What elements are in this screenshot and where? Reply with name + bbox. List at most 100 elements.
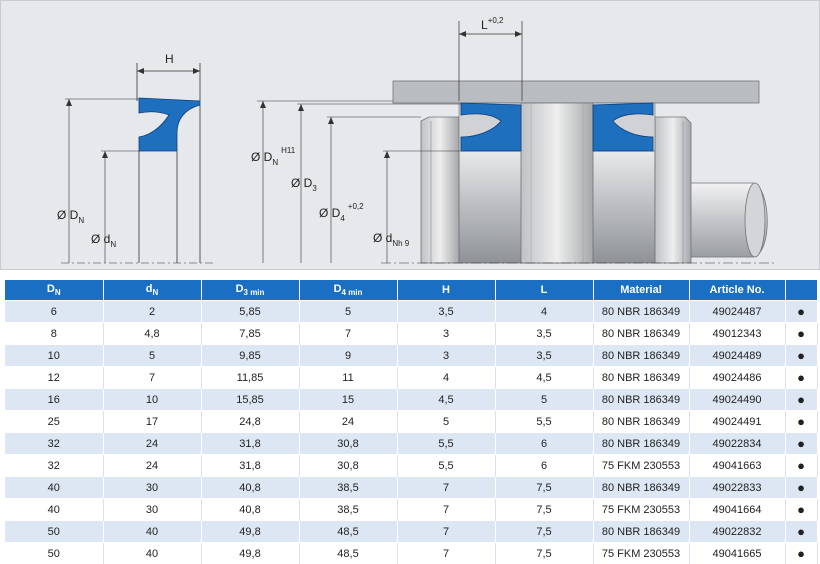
col-header-dn-small: dN (103, 280, 201, 301)
cell-d4: 30,8 (299, 433, 397, 455)
cell-article: 49024486 (689, 367, 785, 389)
cell-d4: 15 (299, 389, 397, 411)
cell-d3: 15,85 (201, 389, 299, 411)
cell-d4: 38,5 (299, 477, 397, 499)
cell-material: 80 NBR 186349 (593, 367, 689, 389)
label-d3: Ø D3 (291, 176, 317, 193)
cell-dn-small: 5 (103, 345, 201, 367)
cell-article: 49022833 (689, 477, 785, 499)
cell-availability-dot: ● (785, 543, 817, 564)
cell-availability-dot: ● (785, 389, 817, 411)
cell-material: 75 FKM 230553 (593, 499, 689, 521)
cell-d4: 11 (299, 367, 397, 389)
cell-article: 49022834 (689, 433, 785, 455)
cell-material: 80 NBR 186349 (593, 411, 689, 433)
cell-h: 5,5 (397, 433, 495, 455)
cell-l: 5 (495, 389, 593, 411)
cell-material: 80 NBR 186349 (593, 433, 689, 455)
table-header-row: DN dN D3 min D4 min H L Material Article… (5, 280, 817, 301)
cell-dn-small: 17 (103, 411, 201, 433)
cell-dn-small: 24 (103, 455, 201, 477)
cell-article: 49041664 (689, 499, 785, 521)
cell-l: 4 (495, 301, 593, 323)
cell-availability-dot: ● (785, 455, 817, 477)
cell-dn-small: 40 (103, 521, 201, 543)
cell-l: 7,5 (495, 543, 593, 564)
col-header-l: L (495, 280, 593, 301)
cell-dn: 8 (5, 323, 103, 345)
cell-h: 5 (397, 411, 495, 433)
cell-article: 49024490 (689, 389, 785, 411)
cell-material: 80 NBR 186349 (593, 323, 689, 345)
cell-h: 4 (397, 367, 495, 389)
cell-availability-dot: ● (785, 499, 817, 521)
cell-h: 3,5 (397, 301, 495, 323)
cell-material: 80 NBR 186349 (593, 477, 689, 499)
cell-article: 49024489 (689, 345, 785, 367)
cell-d3: 31,8 (201, 455, 299, 477)
cell-dn: 40 (5, 477, 103, 499)
cell-material: 80 NBR 186349 (593, 389, 689, 411)
cell-dn-small: 30 (103, 477, 201, 499)
cell-material: 75 FKM 230553 (593, 455, 689, 477)
col-header-article: Article No. (689, 280, 785, 301)
cell-h: 7 (397, 521, 495, 543)
cell-d4: 7 (299, 323, 397, 345)
cell-l: 7,5 (495, 521, 593, 543)
cell-dn-small: 30 (103, 499, 201, 521)
cell-h: 7 (397, 543, 495, 564)
cell-dn: 6 (5, 301, 103, 323)
cell-d4: 48,5 (299, 521, 397, 543)
cell-d3: 49,8 (201, 521, 299, 543)
col-header-availability (785, 280, 817, 301)
cell-material: 75 FKM 230553 (593, 543, 689, 564)
installation-drawing: L+0,2 Ø DNH11 Ø D3 Ø D4+0,2 (251, 16, 776, 263)
cell-availability-dot: ● (785, 301, 817, 323)
cell-d4: 48,5 (299, 543, 397, 564)
seal-drawing-svg: H Ø DN Ø dN (1, 1, 820, 271)
col-header-h: H (397, 280, 495, 301)
cell-dn: 32 (5, 433, 103, 455)
dimension-table: DN dN D3 min D4 min H L Material Article… (5, 280, 818, 564)
cell-d4: 24 (299, 411, 397, 433)
cell-availability-dot: ● (785, 323, 817, 345)
label-dn-small: Ø dN (91, 232, 116, 249)
cell-l: 7,5 (495, 477, 593, 499)
cell-dn-small: 4,8 (103, 323, 201, 345)
cell-d3: 7,85 (201, 323, 299, 345)
cell-article: 49022832 (689, 521, 785, 543)
cell-dn-small: 2 (103, 301, 201, 323)
cell-dn: 50 (5, 543, 103, 564)
profile-cross-section: H Ø DN Ø dN (57, 52, 216, 263)
cell-availability-dot: ● (785, 411, 817, 433)
label-h: H (165, 52, 174, 66)
cell-h: 3 (397, 345, 495, 367)
cell-availability-dot: ● (785, 521, 817, 543)
cell-dn-small: 24 (103, 433, 201, 455)
cell-dn: 16 (5, 389, 103, 411)
label-d4: Ø D4+0,2 (319, 202, 364, 223)
cell-dn-small: 40 (103, 543, 201, 564)
cell-d4: 38,5 (299, 499, 397, 521)
cell-article: 49041663 (689, 455, 785, 477)
cell-article: 49024487 (689, 301, 785, 323)
technical-drawing: H Ø DN Ø dN (0, 0, 820, 270)
cell-d3: 11,85 (201, 367, 299, 389)
cell-availability-dot: ● (785, 433, 817, 455)
cell-l: 6 (495, 433, 593, 455)
cell-l: 3,5 (495, 345, 593, 367)
seal-profile (139, 98, 200, 151)
cell-material: 80 NBR 186349 (593, 345, 689, 367)
cell-d3: 31,8 (201, 433, 299, 455)
cell-d3: 40,8 (201, 477, 299, 499)
